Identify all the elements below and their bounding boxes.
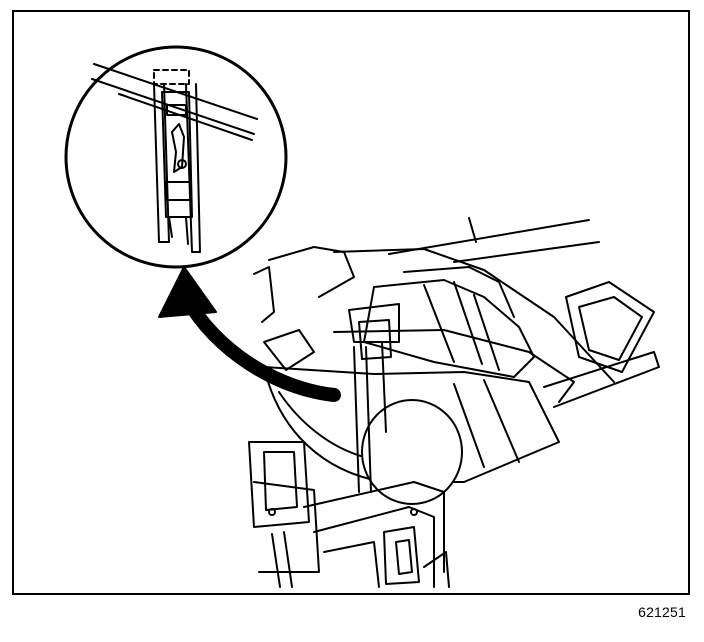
- detail-inset: [64, 45, 288, 269]
- figure-reference-number: 621251: [638, 604, 686, 620]
- main-assembly: [248, 217, 660, 588]
- vehicle-component-illustration: [64, 45, 660, 588]
- indicator-arrow: [158, 266, 341, 402]
- illustration-frame: [12, 10, 690, 595]
